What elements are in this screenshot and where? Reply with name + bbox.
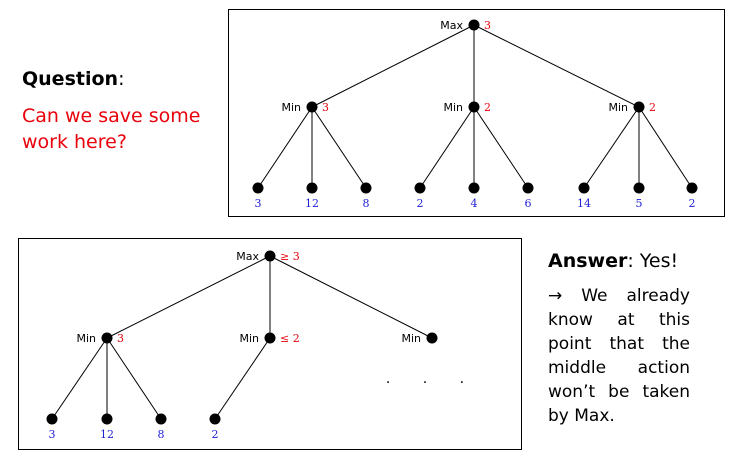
leaf-value: 6	[525, 197, 532, 210]
leaf-node	[468, 182, 480, 194]
question-text: Can we save some work here?	[22, 105, 201, 153]
leaf-node	[252, 182, 264, 194]
leaf-node	[522, 182, 534, 194]
question-colon: :	[118, 68, 125, 90]
min-node	[468, 101, 480, 113]
min-label: Min	[401, 332, 421, 345]
leaf-value: 3	[49, 428, 56, 441]
tree-edge	[106, 337, 162, 420]
min-label: Min	[239, 332, 259, 345]
max-node	[468, 19, 480, 31]
leaf-value: 14	[577, 197, 591, 210]
min-value: 2	[484, 101, 491, 114]
min-value: 3	[117, 332, 124, 345]
pruned-tree-panel: Max ≥ 3 Min 3 Min ≤ 2 Min 3 12 8 2 . . .	[18, 238, 522, 450]
leaf-value: 3	[255, 197, 262, 210]
max-value: ≥ 3	[280, 250, 300, 263]
leaf-value: 12	[305, 197, 319, 210]
leaf-value: 8	[363, 197, 370, 210]
answer-block: Answer: Yes! → We already know at this p…	[548, 248, 690, 428]
min-node	[306, 101, 318, 113]
answer-heading: Answer: Yes!	[548, 248, 690, 274]
leaf-node	[306, 182, 318, 194]
question-block: Question: Can we save some work here?	[22, 66, 212, 155]
leaf-value: 8	[158, 428, 165, 441]
answer-text: → We already know at this point that the…	[548, 286, 690, 426]
leaf-value: 4	[471, 197, 478, 210]
answer-suffix: : Yes!	[627, 250, 679, 272]
tree-edge	[51, 337, 108, 420]
min-label: Min	[443, 101, 463, 114]
leaf-node	[578, 182, 590, 194]
question-heading: Question:	[22, 66, 212, 92]
leaf-node	[414, 182, 426, 194]
max-label: Max	[440, 19, 463, 32]
leaf-value: 2	[689, 197, 696, 210]
max-label: Max	[236, 250, 259, 263]
max-value: 3	[484, 19, 491, 32]
min-node	[633, 101, 645, 113]
tree-edge	[311, 106, 367, 189]
tree-edge	[638, 106, 693, 189]
min-label: Min	[281, 101, 301, 114]
leaf-value: 2	[212, 428, 219, 441]
pruned-minimax-tree: Max ≥ 3 Min 3 Min ≤ 2 Min 3 12 8 2 . . .	[46, 250, 478, 441]
tree-edge	[473, 106, 529, 189]
min-value: ≤ 2	[280, 332, 300, 345]
ellipsis: . . .	[386, 371, 478, 387]
min-node	[426, 332, 438, 344]
leaf-node	[155, 413, 167, 425]
min-value: 3	[322, 101, 329, 114]
tree-edge	[311, 24, 475, 108]
leaf-node	[101, 413, 113, 425]
tree-edge	[269, 255, 433, 339]
leaf-value: 2	[417, 197, 424, 210]
leaf-node	[633, 182, 645, 194]
min-node	[264, 332, 276, 344]
max-node	[264, 250, 276, 262]
min-node	[101, 332, 113, 344]
leaf-value: 5	[636, 197, 643, 210]
tree-edge	[473, 24, 640, 108]
answer-label: Answer	[548, 250, 628, 272]
tree-edge	[257, 106, 313, 189]
full-minimax-tree: Max 3 Min 3 Min 2 Min 2 3 12 8 2 4 6 14 …	[252, 19, 698, 210]
full-tree-panel: Max 3 Min 3 Min 2 Min 2 3 12 8 2 4 6 14 …	[228, 9, 725, 217]
tree-edge	[583, 106, 640, 189]
tree-edge	[214, 337, 271, 420]
leaf-value: 12	[100, 428, 114, 441]
leaf-node	[209, 413, 221, 425]
min-label: Min	[608, 101, 628, 114]
leaf-node	[686, 182, 698, 194]
tree-edge	[419, 106, 475, 189]
leaf-node	[360, 182, 372, 194]
min-label: Min	[76, 332, 96, 345]
leaf-node	[46, 413, 58, 425]
tree-edge	[106, 255, 271, 339]
min-value: 2	[649, 101, 656, 114]
question-label: Question	[22, 68, 119, 90]
